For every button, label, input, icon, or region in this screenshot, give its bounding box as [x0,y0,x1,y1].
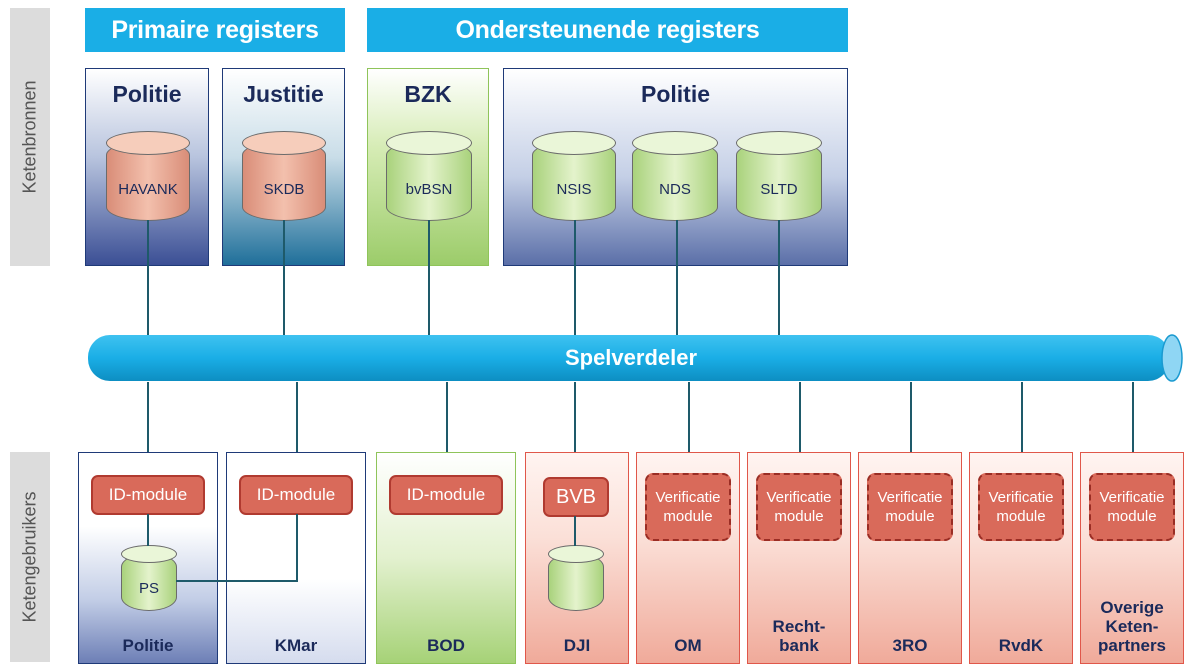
database-label: bvBSN [405,180,453,198]
connector-line [283,220,285,336]
sidebar-ketengebruikers: Ketengebruikers [10,452,50,662]
database-ps: PS [121,545,177,611]
database-label: NDS [659,180,691,198]
database-label: SKDB [263,180,305,198]
connector-line [574,382,576,454]
source-title: Politie [112,81,182,107]
user-label: 3RO [892,636,928,655]
sidebar-ketenbronnen: Ketenbronnen [10,8,50,266]
connector-line [910,382,912,454]
database-skdb: SKDB [242,131,326,221]
connector-line [688,382,690,454]
user-box-bod: ID-module BOD [376,452,516,664]
connector-line [147,514,149,546]
spelverdeler-bus: Spelverdeler [78,334,1184,382]
source-title: Justitie [243,81,324,107]
database-sltd: SLTD [736,131,822,221]
connector-line [428,220,430,336]
connector-line [676,220,678,336]
bvb-module: BVB [543,477,609,517]
bus-pipe-shape [88,334,1183,382]
id-module: ID-module [389,475,503,515]
connector-line [296,514,298,582]
id-module: ID-module [239,475,353,515]
header-supporting-registers: Ondersteunende registers [367,8,848,52]
database-nsis: NSIS [532,131,616,221]
user-box-politie: ID-module PS Politie [78,452,218,664]
database-havank: HAVANK [106,131,190,221]
user-label: RvdK [998,636,1044,655]
source-box-politie-ondersteunend: Politie NSIS NDS SLTD [503,68,848,266]
user-label: Overige Keten- partners [1097,598,1167,655]
connector-line [1021,382,1023,454]
database-dji [548,545,604,611]
sidebar-label-top: Ketenbronnen [19,80,40,194]
connector-line [574,516,576,546]
source-box-justitie: Justitie SKDB [222,68,345,266]
connector-line [176,580,298,582]
database-bvbsn: bvBSN [386,131,472,221]
id-module: ID-module [91,475,205,515]
source-title: Politie [640,81,710,107]
user-label: BOD [427,636,465,655]
bus-label: Spelverdeler [564,345,698,370]
connector-line [147,382,149,454]
header-primary-registers: Primaire registers [85,8,345,52]
database-nds: NDS [632,131,718,221]
source-title: BZK [404,81,452,107]
connector-line [574,220,576,336]
database-label: SLTD [760,180,798,198]
connector-line [1132,382,1134,454]
database-label: NSIS [556,180,592,198]
sidebar-label-bottom: Ketengebruikers [19,491,40,623]
user-label: OM [674,636,702,655]
connector-line [778,220,780,336]
database-label: HAVANK [118,180,178,198]
user-box-dji: BVB DJI [525,452,629,664]
user-label: DJI [563,636,591,655]
database-label: PS [138,579,159,597]
user-label: Politie [122,636,174,655]
connector-line [147,220,149,336]
user-label: KMar [274,636,318,655]
user-label: Recht- bank [772,617,826,655]
connector-line [446,382,448,454]
connector-line [296,382,298,454]
connector-line [799,382,801,454]
